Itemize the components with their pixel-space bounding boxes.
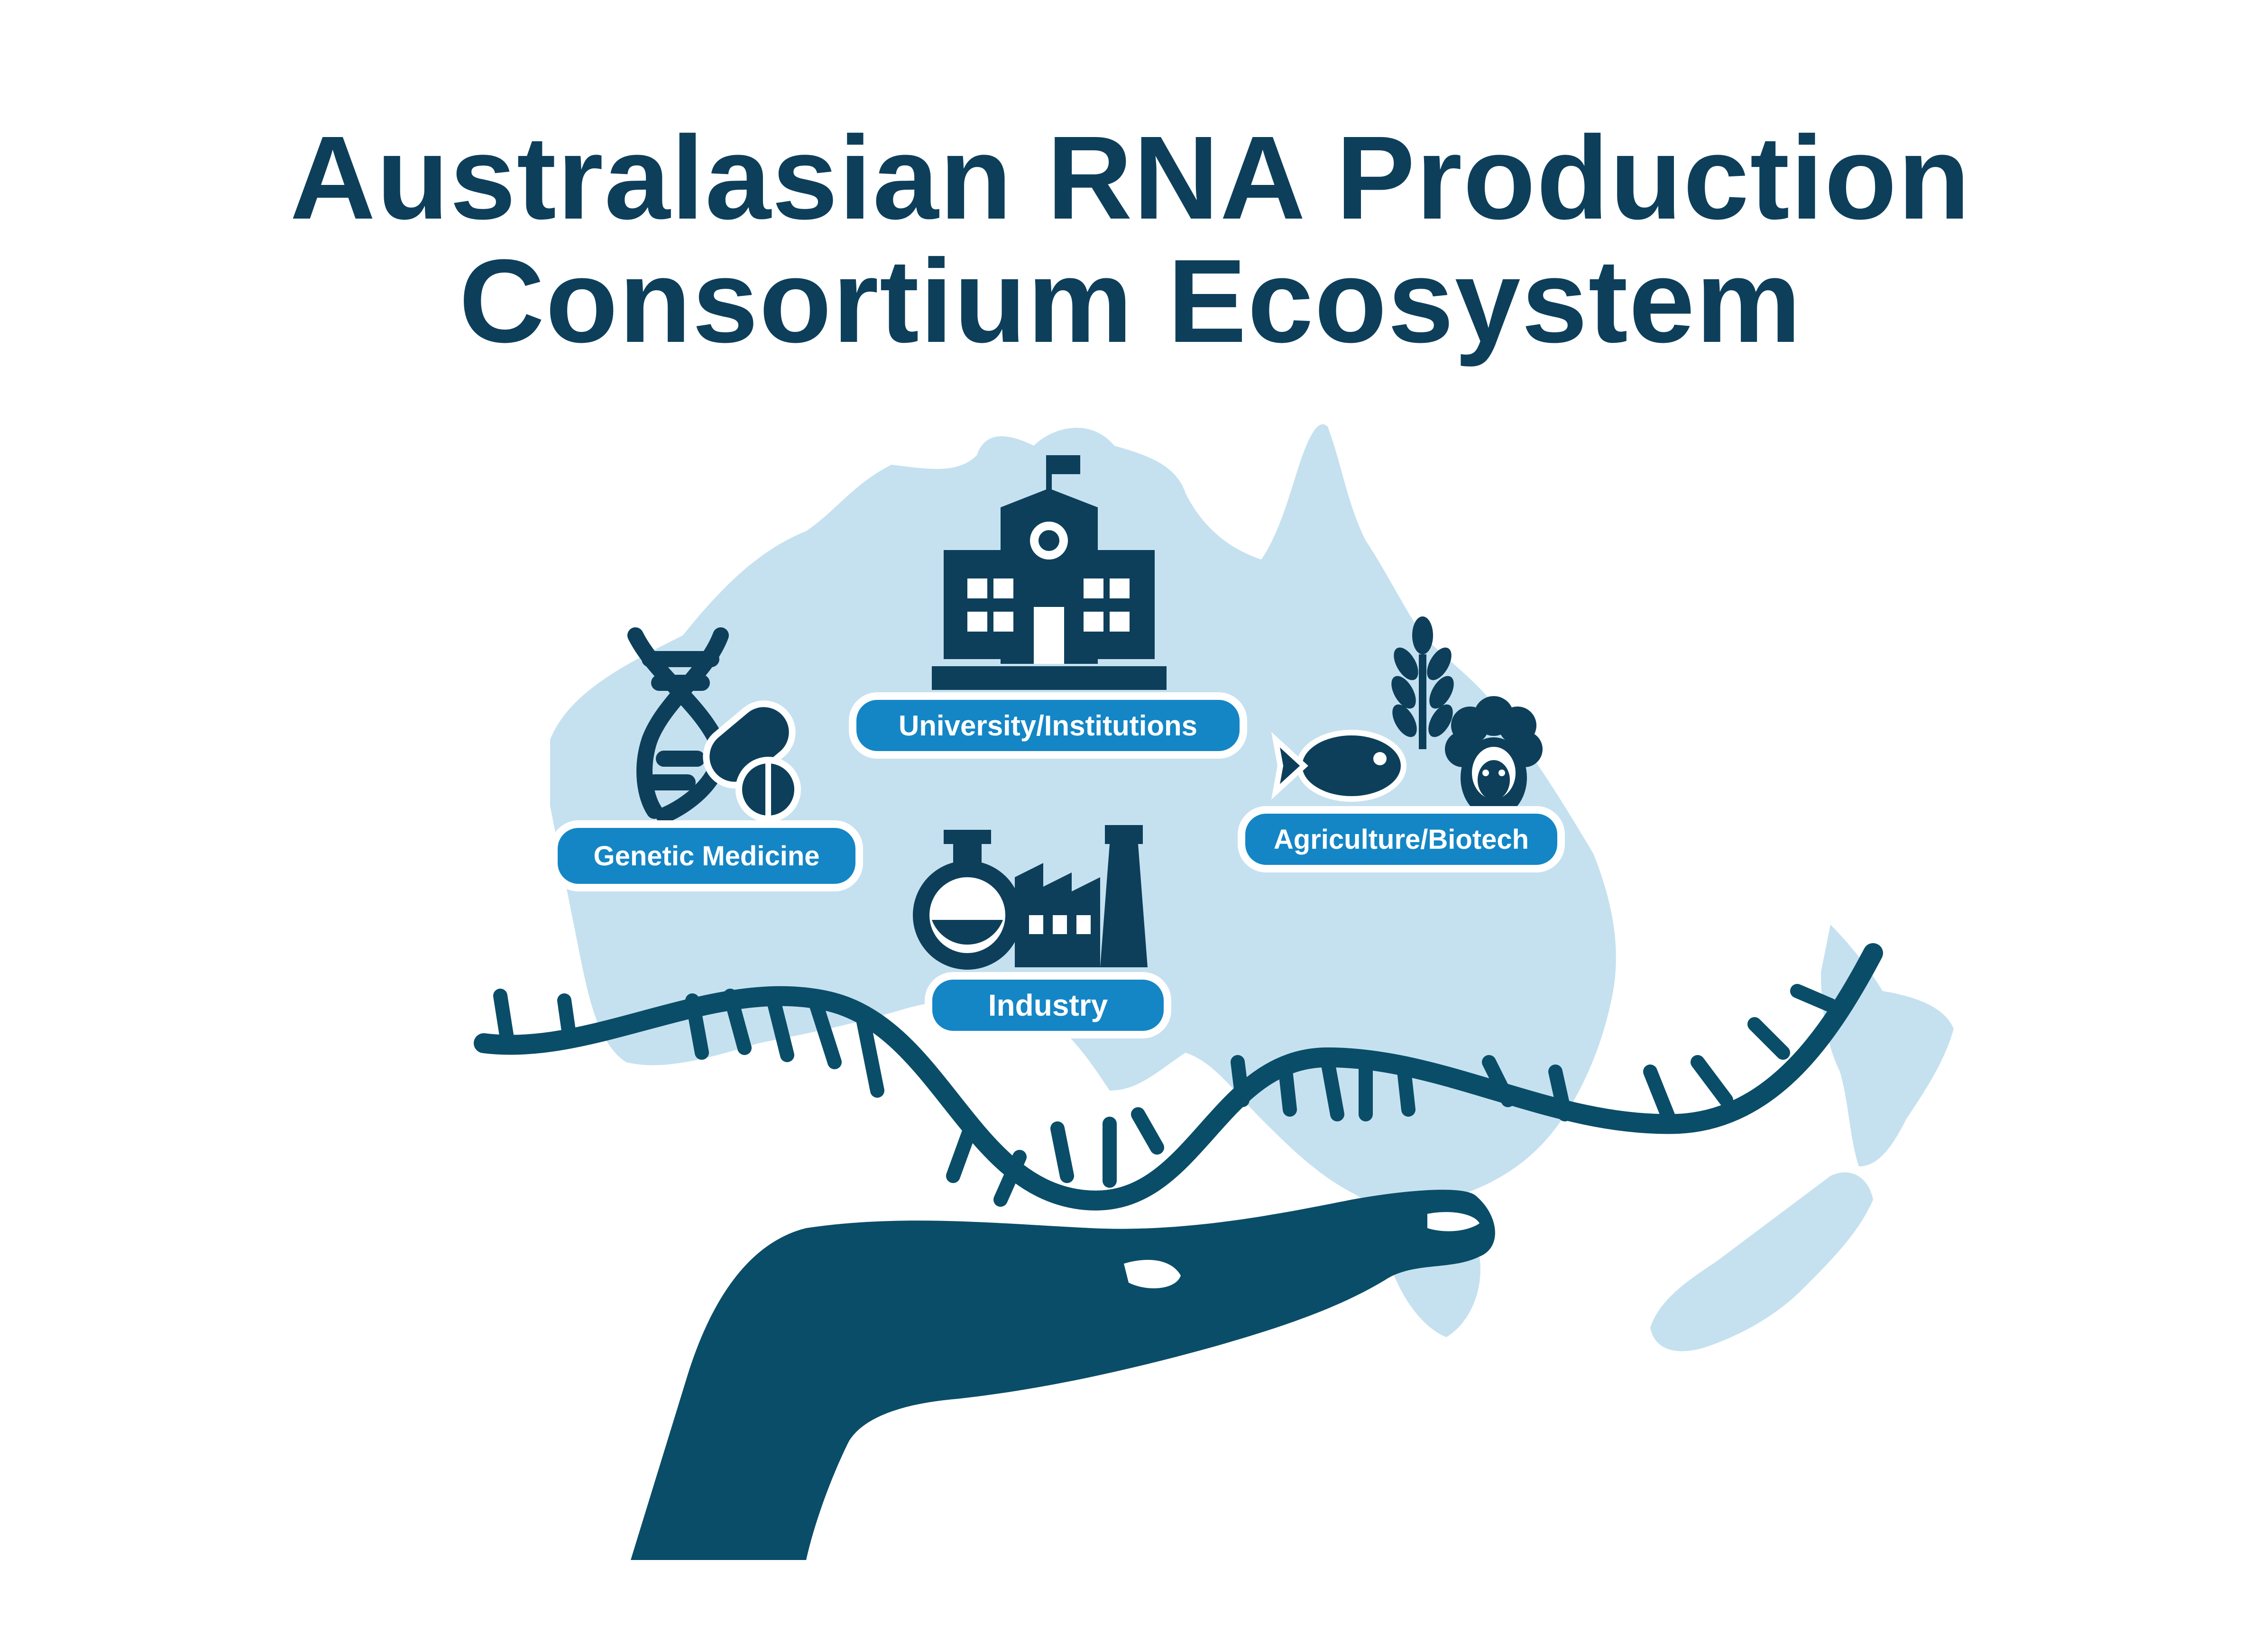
university-building-icon — [932, 455, 1167, 690]
new-zealand-south-map — [1650, 1172, 1873, 1351]
university-institutions-label: University/Institutions — [849, 692, 1247, 759]
wheat-icon — [1391, 616, 1454, 749]
open-hand — [631, 1190, 1495, 1560]
diagram-title-line-2: Consortium Ecosystem — [459, 235, 1802, 367]
pill-capsule-icon — [703, 700, 801, 822]
genetic-medicine-label: Genetic Medicine — [550, 820, 863, 891]
sheep-icon — [1445, 696, 1543, 818]
diagram-title-line-1: Australasian RNA Production — [290, 111, 1971, 244]
industry-label: Industry — [925, 972, 1171, 1038]
agriculture-biotech-label: Agriculture/Biotech — [1238, 806, 1565, 872]
new-zealand-north-map — [1821, 925, 1954, 1166]
fish-icon — [1271, 730, 1406, 802]
flask-factory-icon — [913, 825, 1148, 970]
rna-strand — [474, 943, 1883, 1211]
fingernail-detail — [1427, 1212, 1480, 1231]
thumbnail-detail — [1124, 1260, 1181, 1288]
